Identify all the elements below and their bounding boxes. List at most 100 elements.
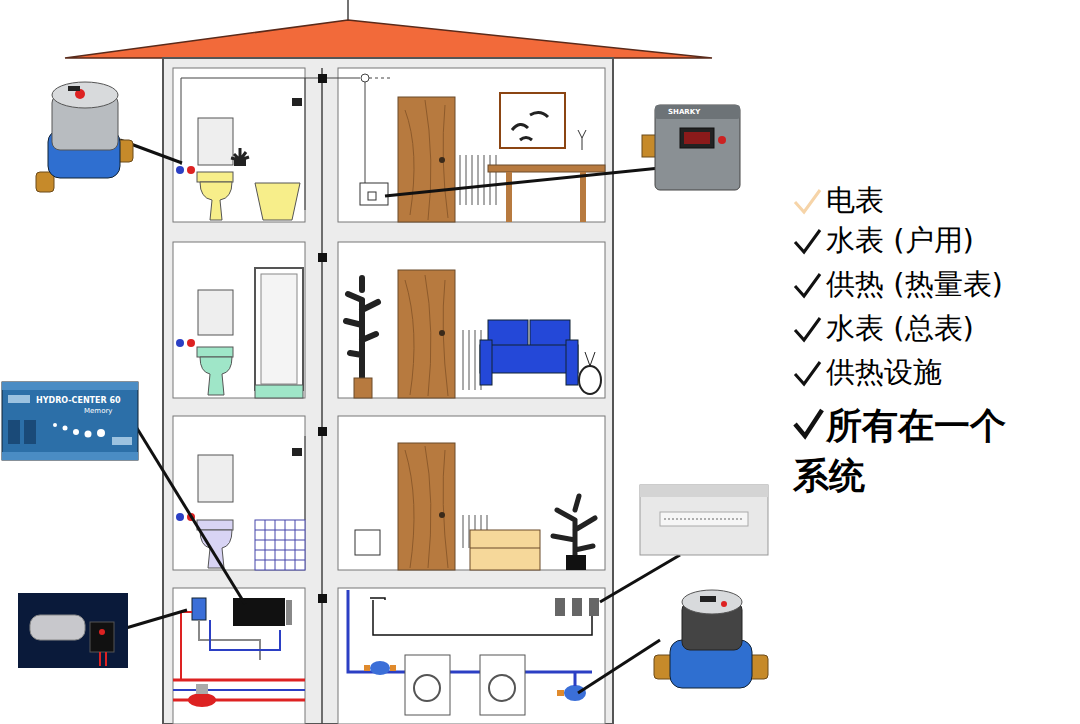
water-meter-top: [36, 172, 54, 192]
heat-meter: [680, 128, 714, 148]
basement-laundry: [589, 598, 599, 616]
hydro-center-panel: [8, 395, 30, 403]
energy-device-photo: [18, 593, 128, 668]
basement-heating: [173, 689, 305, 691]
top-living-room: [360, 93, 605, 222]
leader-lines: [600, 555, 680, 602]
leader-lines: [385, 168, 660, 196]
checklist-item: 电表: [826, 183, 884, 218]
check-marks: [795, 318, 820, 340]
second-living-room: [354, 378, 372, 398]
top-living-room: [439, 157, 445, 163]
basement-laundry: [572, 598, 582, 616]
heat-meter: [655, 105, 740, 190]
top-living-room: [398, 97, 455, 222]
second-bathroom: [198, 290, 233, 335]
top-living-room: [405, 100, 448, 220]
check-marks: [795, 410, 822, 436]
second-living-room: [463, 330, 481, 390]
third-bathroom: [255, 520, 305, 570]
riser-pipe: [318, 427, 327, 436]
basement-laundry: [489, 675, 515, 701]
second-living-room: [346, 278, 378, 380]
top-bathroom: [176, 166, 184, 174]
electric-meter: [664, 519, 744, 520]
water-meter-bottom: [721, 601, 727, 607]
second-living-room: [480, 340, 492, 385]
water-meter-bottom: [700, 596, 716, 602]
hydro-center-panel: [8, 420, 20, 444]
second-living-room: [480, 345, 578, 373]
top-bathroom: [187, 166, 195, 174]
energy-device-photo: [90, 622, 114, 652]
hydro-center-panel: [63, 426, 68, 431]
second-bathroom: [197, 347, 233, 357]
second-bathroom: [176, 268, 303, 398]
basement-laundry: [480, 655, 525, 715]
second-bathroom: [261, 274, 297, 384]
riser-pipe: [181, 68, 390, 724]
third-living-room: [566, 555, 586, 570]
top-bathroom: [255, 183, 300, 220]
basement-heating: [210, 620, 280, 650]
hydro-center-panel: [2, 382, 138, 460]
second-living-room: [405, 275, 448, 396]
electric-meter: [640, 485, 768, 555]
house-body: [173, 588, 305, 724]
basement-laundry: [348, 590, 599, 715]
roof: [347, 0, 349, 22]
top-bathroom: [200, 182, 232, 220]
top-bathroom: [176, 98, 302, 220]
riser-pipe: [321, 68, 323, 724]
riser-pipe: [369, 78, 390, 79]
basement-laundry: [574, 672, 577, 686]
basement-laundry: [370, 598, 592, 635]
check-marks: [795, 274, 820, 296]
hydro-center-panel: [97, 429, 105, 437]
riser-pipe: [181, 77, 360, 78]
third-bathroom: [255, 520, 305, 570]
top-living-room: [460, 155, 496, 205]
second-living-room: [566, 340, 578, 385]
basement-heating: [286, 600, 292, 625]
second-bathroom: [187, 339, 195, 347]
basement-heating: [192, 598, 206, 620]
leader-lines: [126, 610, 187, 628]
summary-item: 所有在一个 系统: [793, 401, 1055, 502]
house-body: [173, 68, 305, 222]
top-bathroom: [234, 158, 246, 166]
energy-device-photo: [18, 593, 128, 668]
house-body: [163, 58, 613, 724]
basement-heating: [181, 612, 192, 680]
check-marks: [795, 190, 822, 436]
basement-heating: [173, 679, 305, 682]
basement-heating: [196, 684, 208, 694]
basement-laundry: [390, 665, 396, 671]
top-bathroom: [198, 118, 233, 165]
check-marks: [795, 230, 820, 252]
hydro-center-panel: [2, 382, 138, 390]
water-meter-top: [68, 86, 80, 91]
top-living-room: [578, 130, 586, 138]
basement-laundry: [555, 598, 565, 616]
basement-laundry: [364, 665, 370, 671]
leader-lines: [578, 640, 660, 693]
third-living-room: [439, 512, 445, 518]
basement-heating: [188, 693, 216, 707]
riser-pipe: [318, 594, 327, 603]
third-living-room: [470, 530, 540, 570]
leader-lines: [135, 425, 245, 604]
house-body: [338, 416, 605, 570]
basement-heating: [199, 620, 260, 660]
second-living-room: [439, 330, 445, 336]
riser-pipe: [318, 74, 327, 83]
roof: [65, 20, 712, 58]
third-living-room: [470, 548, 540, 549]
checklist-item: 供热 (热量表): [826, 267, 1003, 302]
top-living-room: [512, 112, 548, 140]
third-living-room: [355, 530, 380, 555]
riser-pipe: [318, 253, 327, 262]
hydro-center-panel: [53, 423, 57, 427]
second-living-room: [579, 366, 601, 394]
